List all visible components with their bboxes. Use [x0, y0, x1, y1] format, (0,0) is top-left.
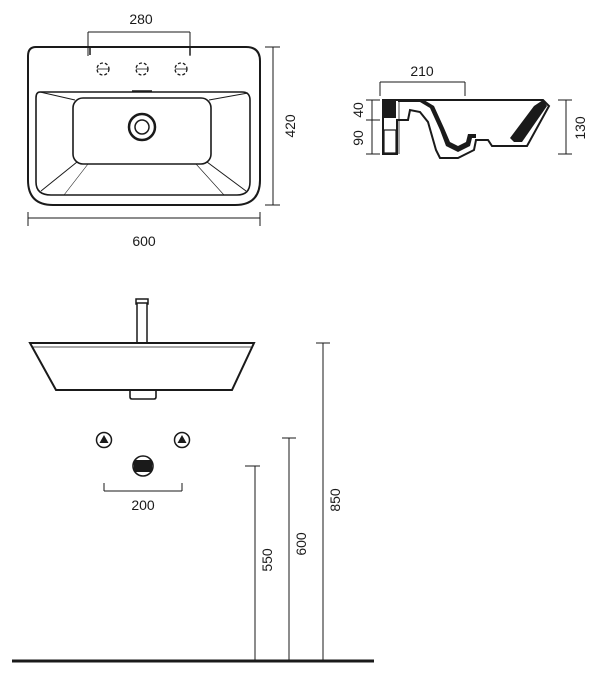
dimension-850: 850: [316, 342, 343, 660]
front-view: 200 550 600 850: [12, 298, 374, 663]
tap-holes: [96, 62, 188, 76]
dim-label-130: 130: [572, 116, 588, 140]
dim-label-210: 210: [410, 63, 434, 79]
dimension-200: 200: [103, 483, 183, 513]
dim-label-90: 90: [350, 130, 366, 146]
dimension-210: 210: [379, 63, 466, 96]
waste-outlet: [132, 455, 154, 477]
dimension-420: 420: [265, 46, 298, 206]
dim-label-600: 600: [132, 233, 156, 249]
bowl-rim-top: [35, 91, 251, 196]
valve-right: [173, 431, 191, 449]
valve-left: [95, 431, 113, 449]
side-section: 210 40 90 130: [350, 63, 588, 159]
basin-front-profile: [28, 342, 256, 391]
basin-outline-top: [27, 46, 261, 206]
dim-label-850: 850: [327, 488, 343, 512]
dim-label-550: 550: [259, 548, 275, 572]
dimension-40-90: 40 90: [350, 99, 380, 155]
dimension-600-height: 600: [282, 437, 309, 660]
dimension-550: 550: [245, 465, 275, 660]
drain-top: [127, 112, 157, 142]
dim-label-600-height: 600: [293, 532, 309, 556]
top-view: 280: [27, 11, 298, 249]
bowl-floor-top: [72, 97, 212, 165]
dim-label-200: 200: [131, 497, 155, 513]
basin-section-profile: [382, 99, 551, 159]
dimension-130: 130: [558, 99, 588, 155]
dim-label-40: 40: [350, 102, 366, 118]
dim-label-420: 420: [282, 114, 298, 138]
dimension-280: 280: [87, 11, 191, 56]
dimension-600: 600: [27, 212, 261, 249]
dim-label-280: 280: [129, 11, 153, 27]
drain-front: [129, 390, 157, 400]
faucet: [135, 298, 149, 344]
